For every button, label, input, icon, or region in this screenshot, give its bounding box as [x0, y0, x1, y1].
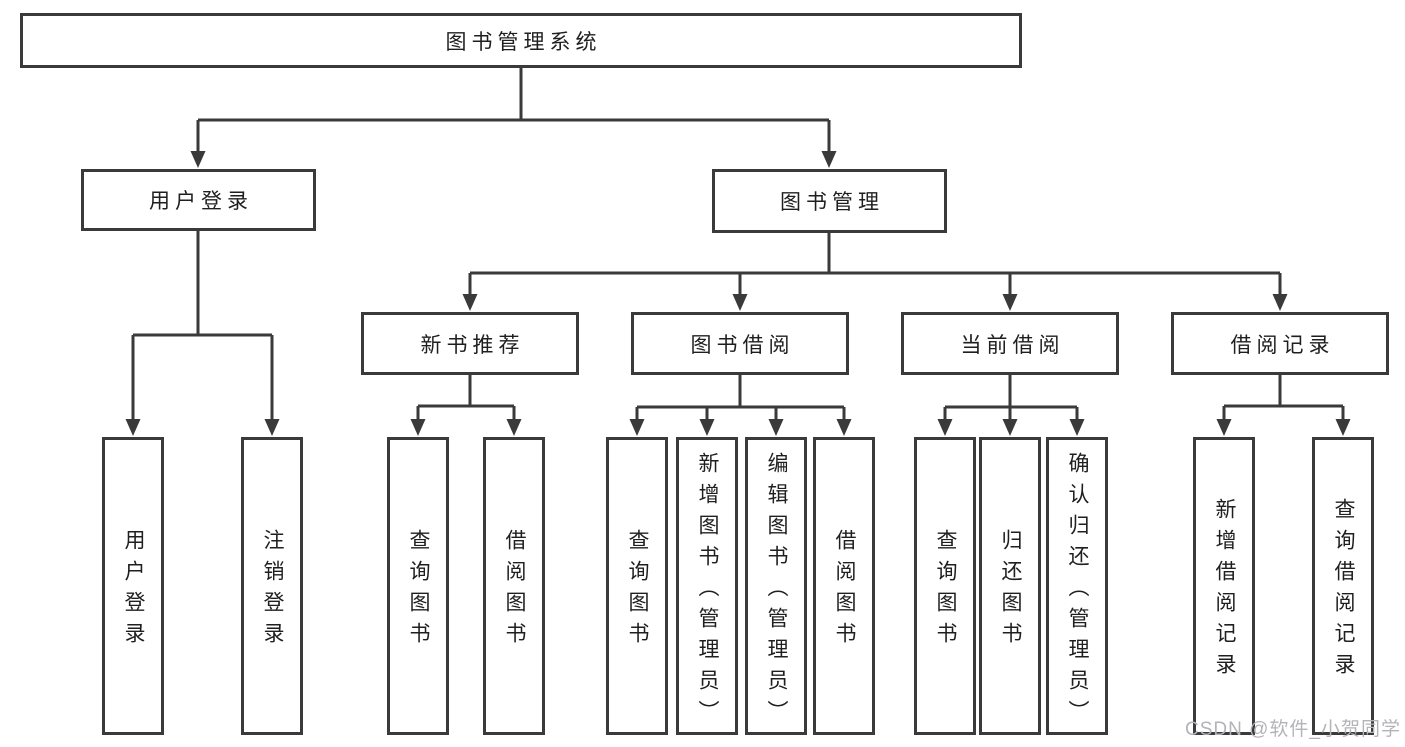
arrowhead — [1216, 419, 1232, 436]
leaf-query-books-recommend: 查询图书 — [387, 437, 449, 735]
node-book-management: 图书管理 — [712, 169, 947, 233]
leaf-return-books-label: 归还图书 — [999, 529, 1022, 653]
connector-current-borrow-children — [943, 375, 1079, 422]
arrowhead — [1069, 419, 1085, 436]
node-borrow-record: 借阅记录 — [1171, 312, 1389, 375]
leaf-add-books-admin: 新增图书（管理员） — [676, 437, 738, 735]
leaf-logout-label: 注销登录 — [261, 529, 284, 653]
arrowhead — [1335, 419, 1351, 436]
leaf-query-books-borrow-label: 查询图书 — [626, 529, 649, 653]
leaf-edit-books-admin-label: 编辑图书（管理员） — [765, 451, 788, 731]
node-new-book-recommend: 新书推荐 — [361, 312, 579, 375]
leaf-borrow-books-label: 借阅图书 — [833, 529, 856, 653]
arrowhead — [1002, 419, 1018, 436]
arrowhead — [1272, 294, 1288, 311]
arrowhead — [821, 151, 837, 168]
leaf-query-books-current-label: 查询图书 — [934, 529, 957, 653]
connector-book-management-children — [468, 233, 1282, 298]
csdn-watermark: CSDN @软件_小贺同学 — [1185, 719, 1401, 740]
leaf-confirm-return-admin-label: 确认归还（管理员） — [1066, 451, 1089, 731]
arrowhead — [629, 419, 645, 436]
leaf-borrow-books-recommend: 借阅图书 — [483, 437, 545, 735]
leaf-add-borrow-record: 新增借阅记录 — [1193, 437, 1255, 735]
connector-root-to-level2 — [196, 66, 831, 153]
leaf-query-borrow-record-label: 查询借阅记录 — [1332, 498, 1355, 684]
connector-borrow-record-children — [1222, 375, 1345, 422]
node-book-borrow-label: 图书借阅 — [690, 333, 795, 357]
arrowhead — [768, 419, 784, 436]
leaf-confirm-return-admin: 确认归还（管理员） — [1046, 437, 1108, 735]
connector-paths — [131, 66, 1345, 422]
arrowhead — [937, 419, 953, 436]
arrowhead — [462, 294, 478, 311]
connector-new-book-children — [416, 375, 516, 422]
node-root-label: 图书管理系统 — [445, 30, 602, 54]
node-user-login: 用户登录 — [81, 169, 316, 231]
leaf-add-borrow-record-label: 新增借阅记录 — [1213, 498, 1236, 684]
node-new-book-recommend-label: 新书推荐 — [420, 333, 525, 357]
leaf-edit-books-admin: 编辑图书（管理员） — [745, 437, 807, 735]
arrowhead — [190, 151, 206, 168]
arrowheads — [125, 151, 1351, 436]
connector-book-borrow-children — [635, 375, 846, 422]
node-user-login-label: 用户登录 — [149, 190, 253, 213]
node-borrow-record-label: 借阅记录 — [1230, 333, 1335, 357]
leaf-query-borrow-record: 查询借阅记录 — [1312, 437, 1374, 735]
leaf-add-books-admin-label: 新增图书（管理员） — [696, 451, 719, 731]
leaf-return-books: 归还图书 — [979, 437, 1041, 735]
arrowhead — [410, 419, 426, 436]
leaf-query-books-current: 查询图书 — [914, 437, 976, 735]
connector-user-login-children — [131, 231, 274, 422]
arrowhead — [732, 294, 748, 311]
node-book-management-label: 图书管理 — [780, 191, 884, 214]
arrowhead — [264, 419, 280, 436]
arrowhead — [699, 419, 715, 436]
leaf-user-login-label: 用户登录 — [122, 529, 145, 653]
leaf-user-login: 用户登录 — [102, 437, 164, 735]
arrowhead — [125, 419, 141, 436]
leaf-logout: 注销登录 — [241, 437, 303, 735]
leaf-query-books-borrow: 查询图书 — [606, 437, 668, 735]
arrowhead — [836, 419, 852, 436]
node-current-borrow-label: 当前借阅 — [960, 333, 1065, 357]
arrowhead — [1002, 294, 1018, 311]
leaf-borrow-books: 借阅图书 — [813, 437, 875, 735]
node-book-borrow: 图书借阅 — [631, 312, 849, 375]
node-root: 图书管理系统 — [20, 13, 1022, 68]
leaf-borrow-books-recommend-label: 借阅图书 — [503, 529, 526, 653]
node-current-borrow: 当前借阅 — [901, 312, 1119, 375]
arrowhead — [506, 419, 522, 436]
leaf-query-books-recommend-label: 查询图书 — [407, 529, 430, 653]
